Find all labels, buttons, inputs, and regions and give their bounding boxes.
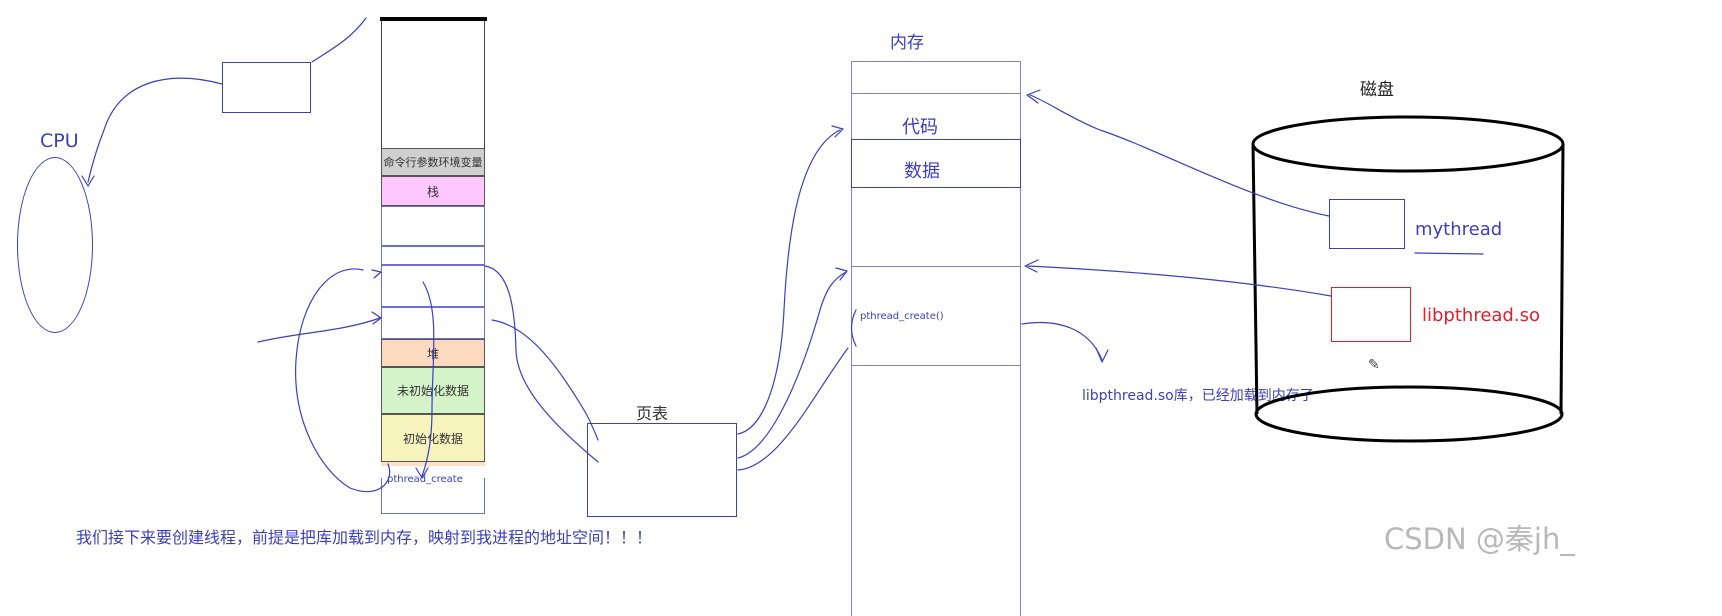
segment-stack: 栈 <box>381 176 485 206</box>
bottom-note: 我们接下来要创建线程，前提是把库加载到内存，映射到我进程的地址空间！！！ <box>76 528 653 547</box>
mapped-call-label: pthread_create <box>387 474 463 485</box>
disk-title: 磁盘 <box>1360 80 1394 100</box>
memory-title: 内存 <box>890 33 924 53</box>
memory-call-label: pthread_create() <box>860 311 944 322</box>
cpu-ellipse <box>17 157 93 333</box>
register-box <box>222 62 311 113</box>
segment-heap: 堆 <box>381 339 485 367</box>
segment-cmdline-env: 命令行参数环境变量 <box>381 148 485 176</box>
disk-file-box-2 <box>1331 287 1411 342</box>
disk-cylinder <box>1251 115 1565 443</box>
address-space-top-edge <box>380 17 487 21</box>
memory-code-label: 代码 <box>902 117 938 138</box>
segment-mmap-3 <box>381 265 485 307</box>
cpu-label: CPU <box>40 130 79 152</box>
segment-mmap-1 <box>381 206 485 246</box>
page-table-box <box>587 423 737 517</box>
memory-data-box <box>851 139 1021 188</box>
segment-bottom <box>381 478 485 514</box>
segment-uninit-data: 未初始化数据 <box>381 367 485 414</box>
watermark: CSDN @秦jh_ <box>1384 522 1575 556</box>
memory-divider-1 <box>851 93 1021 94</box>
segment-mmap-4 <box>381 307 485 339</box>
memory-data-label: 数据 <box>904 161 940 182</box>
segment-mmap-2 <box>381 246 485 265</box>
segment-init-data: 初始化数据 <box>381 414 485 462</box>
disk-file-box-1 <box>1329 199 1405 249</box>
pencil-icon: ✎ <box>1368 357 1380 373</box>
page-table-label: 页表 <box>636 404 669 423</box>
disk-file-name-2: libpthread.so <box>1422 305 1540 326</box>
segment-code-strip <box>381 462 485 466</box>
disk-file-name-1: mythread <box>1415 219 1503 240</box>
